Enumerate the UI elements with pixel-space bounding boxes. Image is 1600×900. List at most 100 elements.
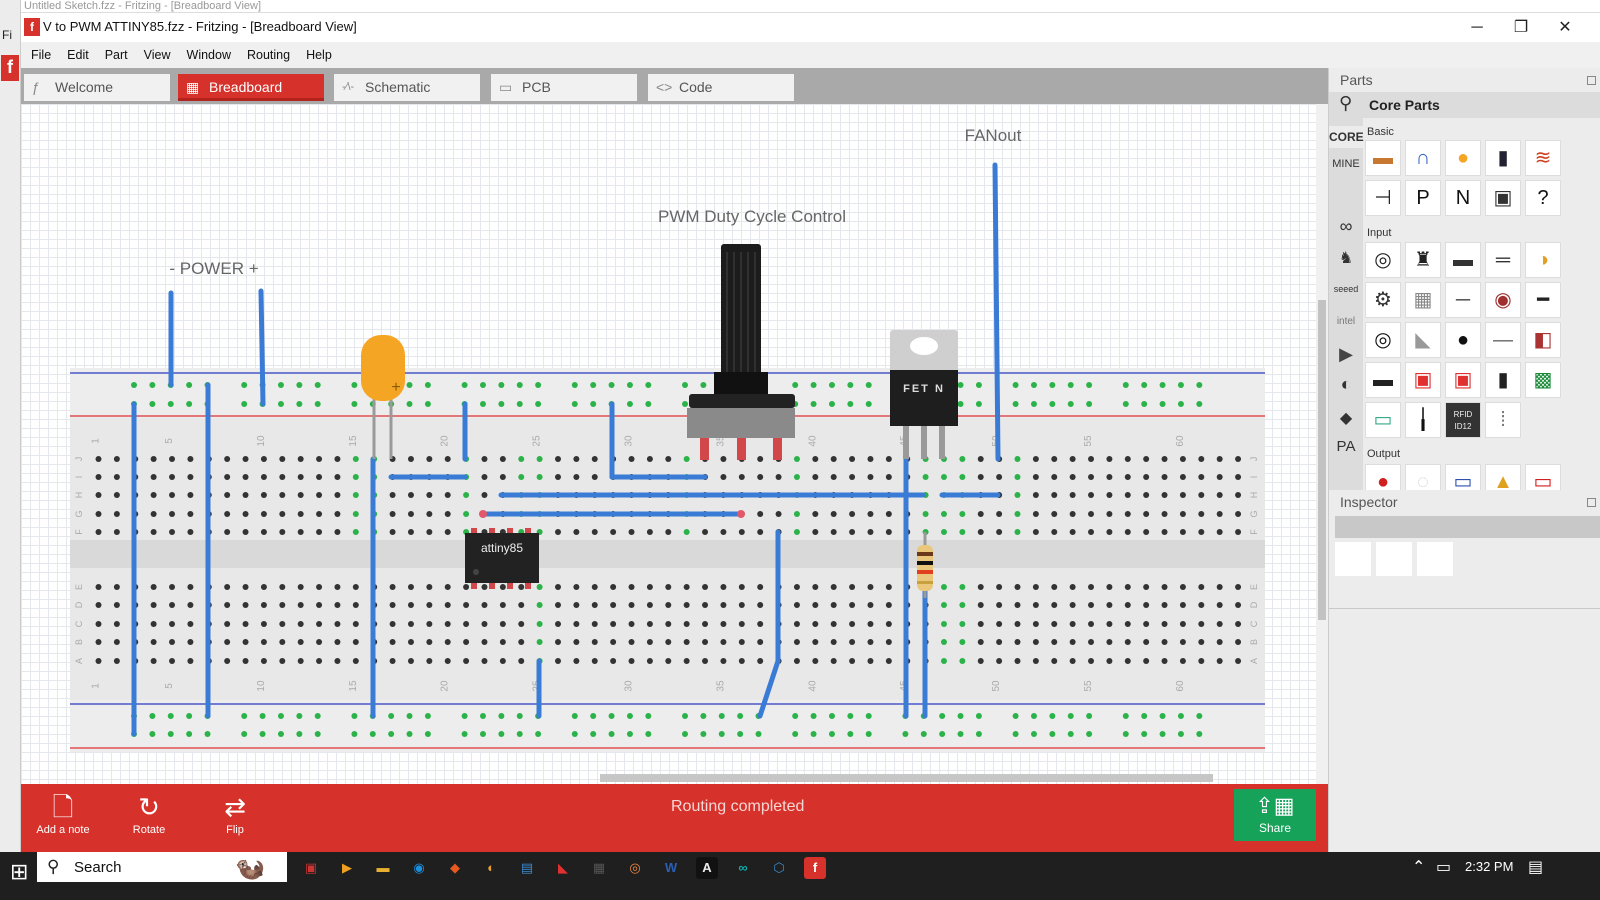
- tab-welcome[interactable]: ƒ Welcome: [24, 74, 170, 101]
- flip-button[interactable]: ⇄ Flip: [195, 792, 275, 836]
- electrolytic-capacitor-icon[interactable]: ▮: [1485, 140, 1521, 176]
- mic-icon[interactable]: ●: [1445, 322, 1481, 358]
- share-button[interactable]: ⇪▦ Share: [1234, 789, 1316, 841]
- restore-button[interactable]: ❐: [1513, 19, 1529, 36]
- rotate-button[interactable]: ↻ Rotate: [109, 792, 189, 836]
- bin-seeed-icon[interactable]: seeed: [1333, 284, 1359, 294]
- bin-pa-icon[interactable]: PA: [1336, 438, 1356, 455]
- tantalum-capacitor[interactable]: +: [361, 335, 405, 459]
- piezo-icon[interactable]: ◑: [1525, 242, 1561, 278]
- menu-routing[interactable]: Routing: [246, 48, 291, 62]
- tab-breadboard[interactable]: ▦ Breadboard: [178, 74, 324, 101]
- accelerometer-icon[interactable]: ▣: [1405, 362, 1441, 398]
- clock[interactable]: 2:32 PM: [1465, 859, 1514, 874]
- pin-header-icon[interactable]: ═: [1485, 242, 1521, 278]
- led-icon[interactable]: ∩: [1405, 140, 1441, 176]
- scrollbar-thumb[interactable]: [1318, 300, 1326, 620]
- title-bar[interactable]: f V to PWM ATTINY85.fzz - Fritzing - [Br…: [21, 12, 1600, 42]
- npn-transistor-icon[interactable]: N: [1445, 180, 1481, 216]
- word-icon[interactable]: W: [664, 860, 678, 875]
- bin-core[interactable]: CORE: [1329, 126, 1364, 148]
- wire[interactable]: [258, 288, 266, 407]
- attiny85-chip[interactable]: attiny85: [465, 528, 539, 589]
- fritzing-icon[interactable]: f: [804, 857, 826, 879]
- potentiometer-icon[interactable]: ◎: [1365, 242, 1401, 278]
- resistor[interactable]: [917, 532, 933, 598]
- search-icon[interactable]: ⚲: [1339, 93, 1353, 113]
- speaker-icon[interactable]: ▲: [1485, 464, 1521, 490]
- file-explorer-icon[interactable]: ▬: [376, 860, 390, 875]
- fritzing-app-icon[interactable]: f: [24, 18, 40, 36]
- bin-snootlab-icon[interactable]: ▶: [1339, 344, 1353, 364]
- horizontal-scrollbar[interactable]: [600, 774, 1213, 782]
- brave-icon[interactable]: ◆: [450, 860, 460, 875]
- reed-switch-icon[interactable]: ▭: [1365, 402, 1401, 438]
- wire[interactable]: [992, 162, 1001, 462]
- windows-start-icon[interactable]: ⊞: [10, 859, 29, 884]
- toggle-switch-icon[interactable]: ─: [1445, 282, 1481, 318]
- red-led-icon[interactable]: ●: [1365, 464, 1401, 490]
- potentiometer[interactable]: [687, 244, 795, 460]
- close-button[interactable]: ✕: [1558, 19, 1572, 36]
- vertical-scrollbar[interactable]: [1316, 104, 1328, 784]
- menu-file[interactable]: File: [31, 48, 52, 62]
- dock-icon[interactable]: [1587, 498, 1596, 507]
- resistor-icon[interactable]: ▬: [1365, 140, 1401, 176]
- rfid-icon[interactable]: RFID ID12: [1445, 402, 1481, 438]
- tab-code[interactable]: <> Code: [648, 74, 794, 101]
- reed-relay-icon[interactable]: ◧: [1525, 322, 1561, 358]
- chrome-icon[interactable]: ◎: [629, 860, 641, 875]
- hall-sensor-icon[interactable]: ⁞: [1485, 402, 1521, 438]
- white-led-icon[interactable]: ◌: [1405, 464, 1441, 490]
- task-view-icon[interactable]: ▣: [304, 860, 318, 875]
- trimmer-icon[interactable]: ♜: [1405, 242, 1441, 278]
- tab-schematic[interactable]: -⁄\- Schematic: [334, 74, 480, 101]
- tilt-sensor-icon[interactable]: ◣: [1405, 322, 1441, 358]
- breakout-board-icon[interactable]: ▣: [1445, 362, 1481, 398]
- n-channel-fet[interactable]: FET N: [890, 330, 958, 459]
- add-note-button[interactable]: 🗋 Add a note: [23, 792, 103, 836]
- bin-intel-icon[interactable]: intel: [1336, 316, 1356, 327]
- wire[interactable]: [757, 658, 781, 719]
- breadboard-svg[interactable]: - POWER + PWM Duty Cycle Control FANout …: [21, 104, 1316, 784]
- breadboard-canvas[interactable]: - POWER + PWM Duty Cycle Control FANout …: [21, 104, 1316, 784]
- temperature-sensor-icon[interactable]: ▮: [1485, 362, 1521, 398]
- inkscape-icon[interactable]: A: [696, 857, 718, 879]
- taskbar-search[interactable]: ⚲ Search 🦦: [37, 852, 287, 882]
- bin-sparkfun-icon[interactable]: ♞: [1338, 250, 1354, 267]
- ir-receiver-icon[interactable]: ▬: [1365, 362, 1401, 398]
- files-icon[interactable]: ◐: [487, 860, 495, 875]
- bin-arduino-icon[interactable]: ∞: [1339, 216, 1353, 236]
- menu-edit[interactable]: Edit: [67, 48, 89, 62]
- wire-icon[interactable]: —: [1485, 322, 1521, 358]
- tray-chevron-icon[interactable]: ⌃: [1412, 859, 1426, 876]
- acrobat-icon[interactable]: ◣: [558, 860, 568, 875]
- wire-end[interactable]: [479, 510, 487, 518]
- background-fritzing-icon[interactable]: f: [1, 55, 19, 81]
- menu-view[interactable]: View: [143, 48, 171, 62]
- tab-pcb[interactable]: ▭ PCB: [491, 74, 637, 101]
- sensor-board-icon[interactable]: ▩: [1525, 362, 1561, 398]
- pnp-transistor-icon[interactable]: P: [1405, 180, 1441, 216]
- bin-contrib-icon[interactable]: ◆: [1339, 410, 1353, 427]
- bin-mine[interactable]: MINE: [1332, 158, 1360, 170]
- app-icon[interactable]: ⬡: [773, 860, 785, 875]
- battery-icon[interactable]: ▭: [1436, 859, 1452, 876]
- pushbutton-icon[interactable]: ◉: [1485, 282, 1521, 318]
- diode-icon[interactable]: ⊣: [1365, 180, 1401, 216]
- probe-icon[interactable]: ╽: [1405, 402, 1441, 438]
- remote-desktop-icon[interactable]: ▤: [520, 860, 534, 875]
- menu-window[interactable]: Window: [186, 48, 231, 62]
- lcd-icon[interactable]: ▭: [1445, 464, 1481, 490]
- notifications-icon[interactable]: ▤: [1528, 859, 1544, 876]
- dock-icon[interactable]: [1587, 76, 1596, 85]
- edge-icon[interactable]: ◉: [413, 860, 425, 875]
- mystery-part-icon[interactable]: ?: [1525, 180, 1561, 216]
- menu-part[interactable]: Part: [104, 48, 128, 62]
- dip-switch-icon[interactable]: ▦: [1405, 282, 1441, 318]
- rgb-led-icon[interactable]: ▭: [1525, 464, 1561, 490]
- minimize-button[interactable]: ─: [1471, 19, 1483, 36]
- parts-search-bar[interactable]: ⚲ Core Parts: [1329, 92, 1600, 118]
- wires[interactable]: [131, 162, 1001, 737]
- arduino-icon[interactable]: ∞: [738, 860, 748, 875]
